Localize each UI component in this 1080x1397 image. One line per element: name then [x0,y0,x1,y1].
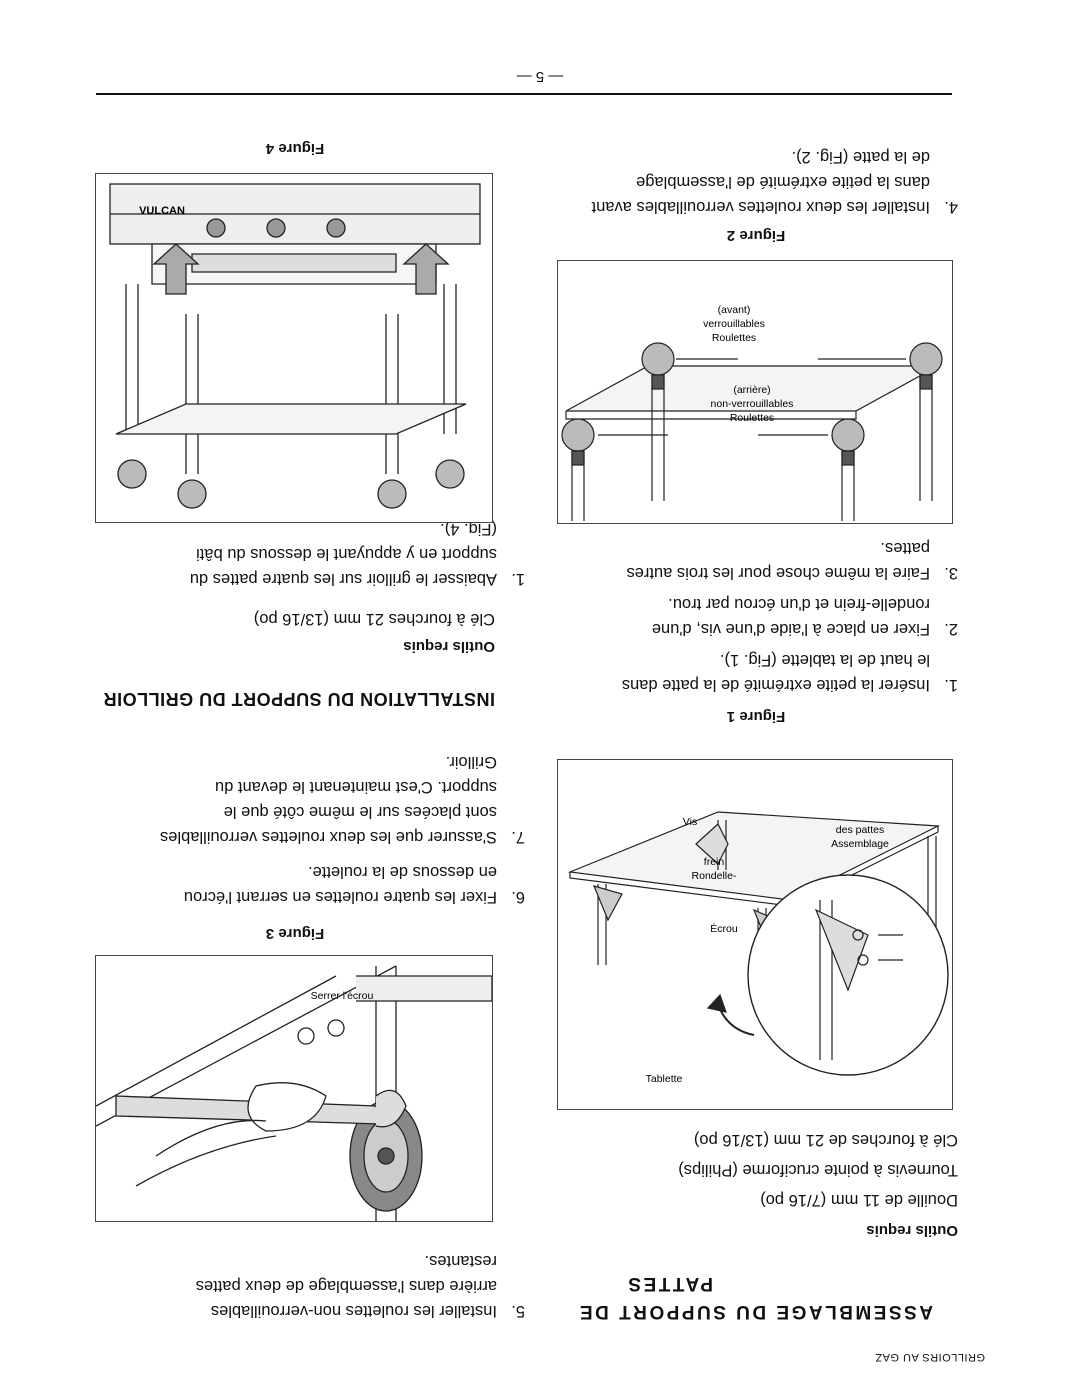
step-item: 4. Installer les deux roulettes verrouil… [538,144,958,219]
step-number: 1. [944,676,958,694]
footer-rule [96,93,952,95]
figure-2-illustration: Roulettes non-verrouillables (arrière) R… [557,260,953,524]
section-title-assemblage: ASSEMBLAGE DU SUPPORT DE PATTES [577,1269,933,1325]
step-line: rondelle-frein et d'un écrou par trou. [668,595,930,613]
step-number: 4. [944,198,958,216]
label-tablette: Tablette [646,1073,683,1085]
tool-item: Tournevis à pointe cruciforme (Philips) [678,1161,958,1179]
label-des-pattes: des pattes [836,824,884,836]
label-rear-casters: Roulettes [730,412,774,424]
tool-item: Clé à fourches 21 mm (13/16 po) [253,610,495,628]
label-frein: frein [704,856,725,868]
leg-assembly-drawing: Tablette Assemblage des pattes Vis Ronde… [567,811,949,1085]
tools-list-right: Clé à fourches 21 mm (13/16 po) [254,606,495,631]
section-title-line1: ASSEMBLAGE DU SUPPORT DE [577,1301,933,1322]
step-line: Faire la même chose pour les trois autre… [626,564,930,582]
running-header: GRILLOIRS AU GAZ [874,1351,985,1363]
label-rondelle: Rondelle- [692,870,737,882]
figure-1-caption: Figure 1 [726,708,786,725]
step-line: Fixer en place à l'aide d'une vis, d'une [651,620,930,638]
page-number: — 5 — [516,68,564,85]
tools-list-left: Douille de 11 mm (7/16 po) Tournevis à p… [678,1125,958,1215]
step-number: 1. [511,570,525,588]
section-title-installation: INSTALLATION DU SUPPORT DU GRILLOIR [103,689,495,709]
step-number: 5. [511,1302,525,1320]
step-line: de la patte (Fig. 2). [791,148,931,166]
step-item: 2. Fixer en place à l'aide d'une vis, d'… [538,591,958,641]
step-item: 1. Insérer la petite extrémité de la pat… [538,647,958,697]
tools-heading-right: Outils requis [403,638,495,655]
step-line: Installer les deux roulettes verrouillab… [591,198,930,216]
section-title-line2: PATTES [625,1273,713,1294]
step-line: en dessous de la roulette. [308,863,497,881]
label-assemblage: Assemblage [831,838,889,850]
step-number: 6. [511,888,525,906]
figure-3-caption: Figure 3 [265,925,325,942]
label-arriere: (arrière) [733,384,770,396]
tool-item: Douille de 11 mm (7/16 po) [760,1191,958,1209]
tool-item: Clé à fourches de 21 mm (13/16 po) [693,1131,958,1149]
step-line: Fixer les quatre roulettes en serrant l'… [183,888,497,906]
step-item: 1. Abaisser le grilloir sur les quatre p… [85,516,525,591]
casters-install-drawing: Roulettes non-verrouillables (arrière) R… [561,304,943,521]
step-item: 6. Fixer les quatre roulettes en serrant… [85,859,525,909]
step-line: Abaisser le grilloir sur les quatre patt… [189,570,497,588]
label-verrouillables: verrouillables [703,318,765,330]
step-5: 5. Installer les roulettes non-verrouill… [85,1248,525,1323]
install-step-1: 1. Abaisser le grilloir sur les quatre p… [85,516,525,591]
figure-2-caption: Figure 2 [726,227,786,244]
step-line: sont placées sur le même côté que le [223,803,497,821]
step-line: Installer les roulettes non-verrouillabl… [210,1302,497,1320]
figure-1-illustration: Tablette Assemblage des pattes Vis Ronde… [557,759,953,1110]
step-item: 5. Installer les roulettes non-verrouill… [85,1248,525,1323]
steps-1-3: 1. Insérer la petite extrémité de la pat… [538,535,958,697]
step-line: Grilloir. [445,753,497,771]
step-line: arrière dans l'assemblage de deux pattes [195,1277,497,1295]
step-number: 7. [511,828,525,846]
step-4: 4. Installer les deux roulettes verrouil… [538,144,958,219]
step-line: restantes. [424,1252,497,1270]
label-ecrou: Écrou [710,922,738,935]
step-line: support. C'est maintenant le devant du [215,778,497,796]
step-line: pattes. [880,539,930,557]
figure-3-illustration: Serrer l'écrou [95,955,493,1222]
label-vis: Vis [683,816,697,828]
step-number: 2. [944,620,958,638]
step-line: dans la petite extrémité de l'assemblage [636,173,930,191]
step-line: S'assurer que les deux roulettes verroui… [160,828,497,846]
step-number: 3. [944,564,958,582]
wrench-caster-drawing: Serrer l'écrou [95,965,493,1221]
grill-on-stand-drawing: VULCAN [109,183,481,509]
label-non-verrouillables: non-verrouillables [711,398,794,410]
figure-4-illustration: VULCAN [95,173,493,523]
step-item: 7. S'assurer que les deux roulettes verr… [85,749,525,849]
step-item: 3. Faire la même chose pour les trois au… [538,535,958,585]
step-line: Insérer la petite extrémité de la patte … [621,676,930,694]
label-serrer-ecrou: Serrer l'écrou [311,990,374,1002]
figure-4-caption: Figure 4 [265,140,325,157]
tools-heading-left: Outils requis [866,1222,958,1239]
step-line: support en y appuyant le dessous du bâti [196,545,497,563]
step-line: le haut de la tablette (Fig. 1). [719,651,930,669]
label-front-casters: Roulettes [712,332,756,344]
steps-6-7: 6. Fixer les quatre roulettes en serrant… [85,749,525,909]
label-avant: (avant) [718,304,751,316]
brand-logo-text: VULCAN [139,205,185,217]
